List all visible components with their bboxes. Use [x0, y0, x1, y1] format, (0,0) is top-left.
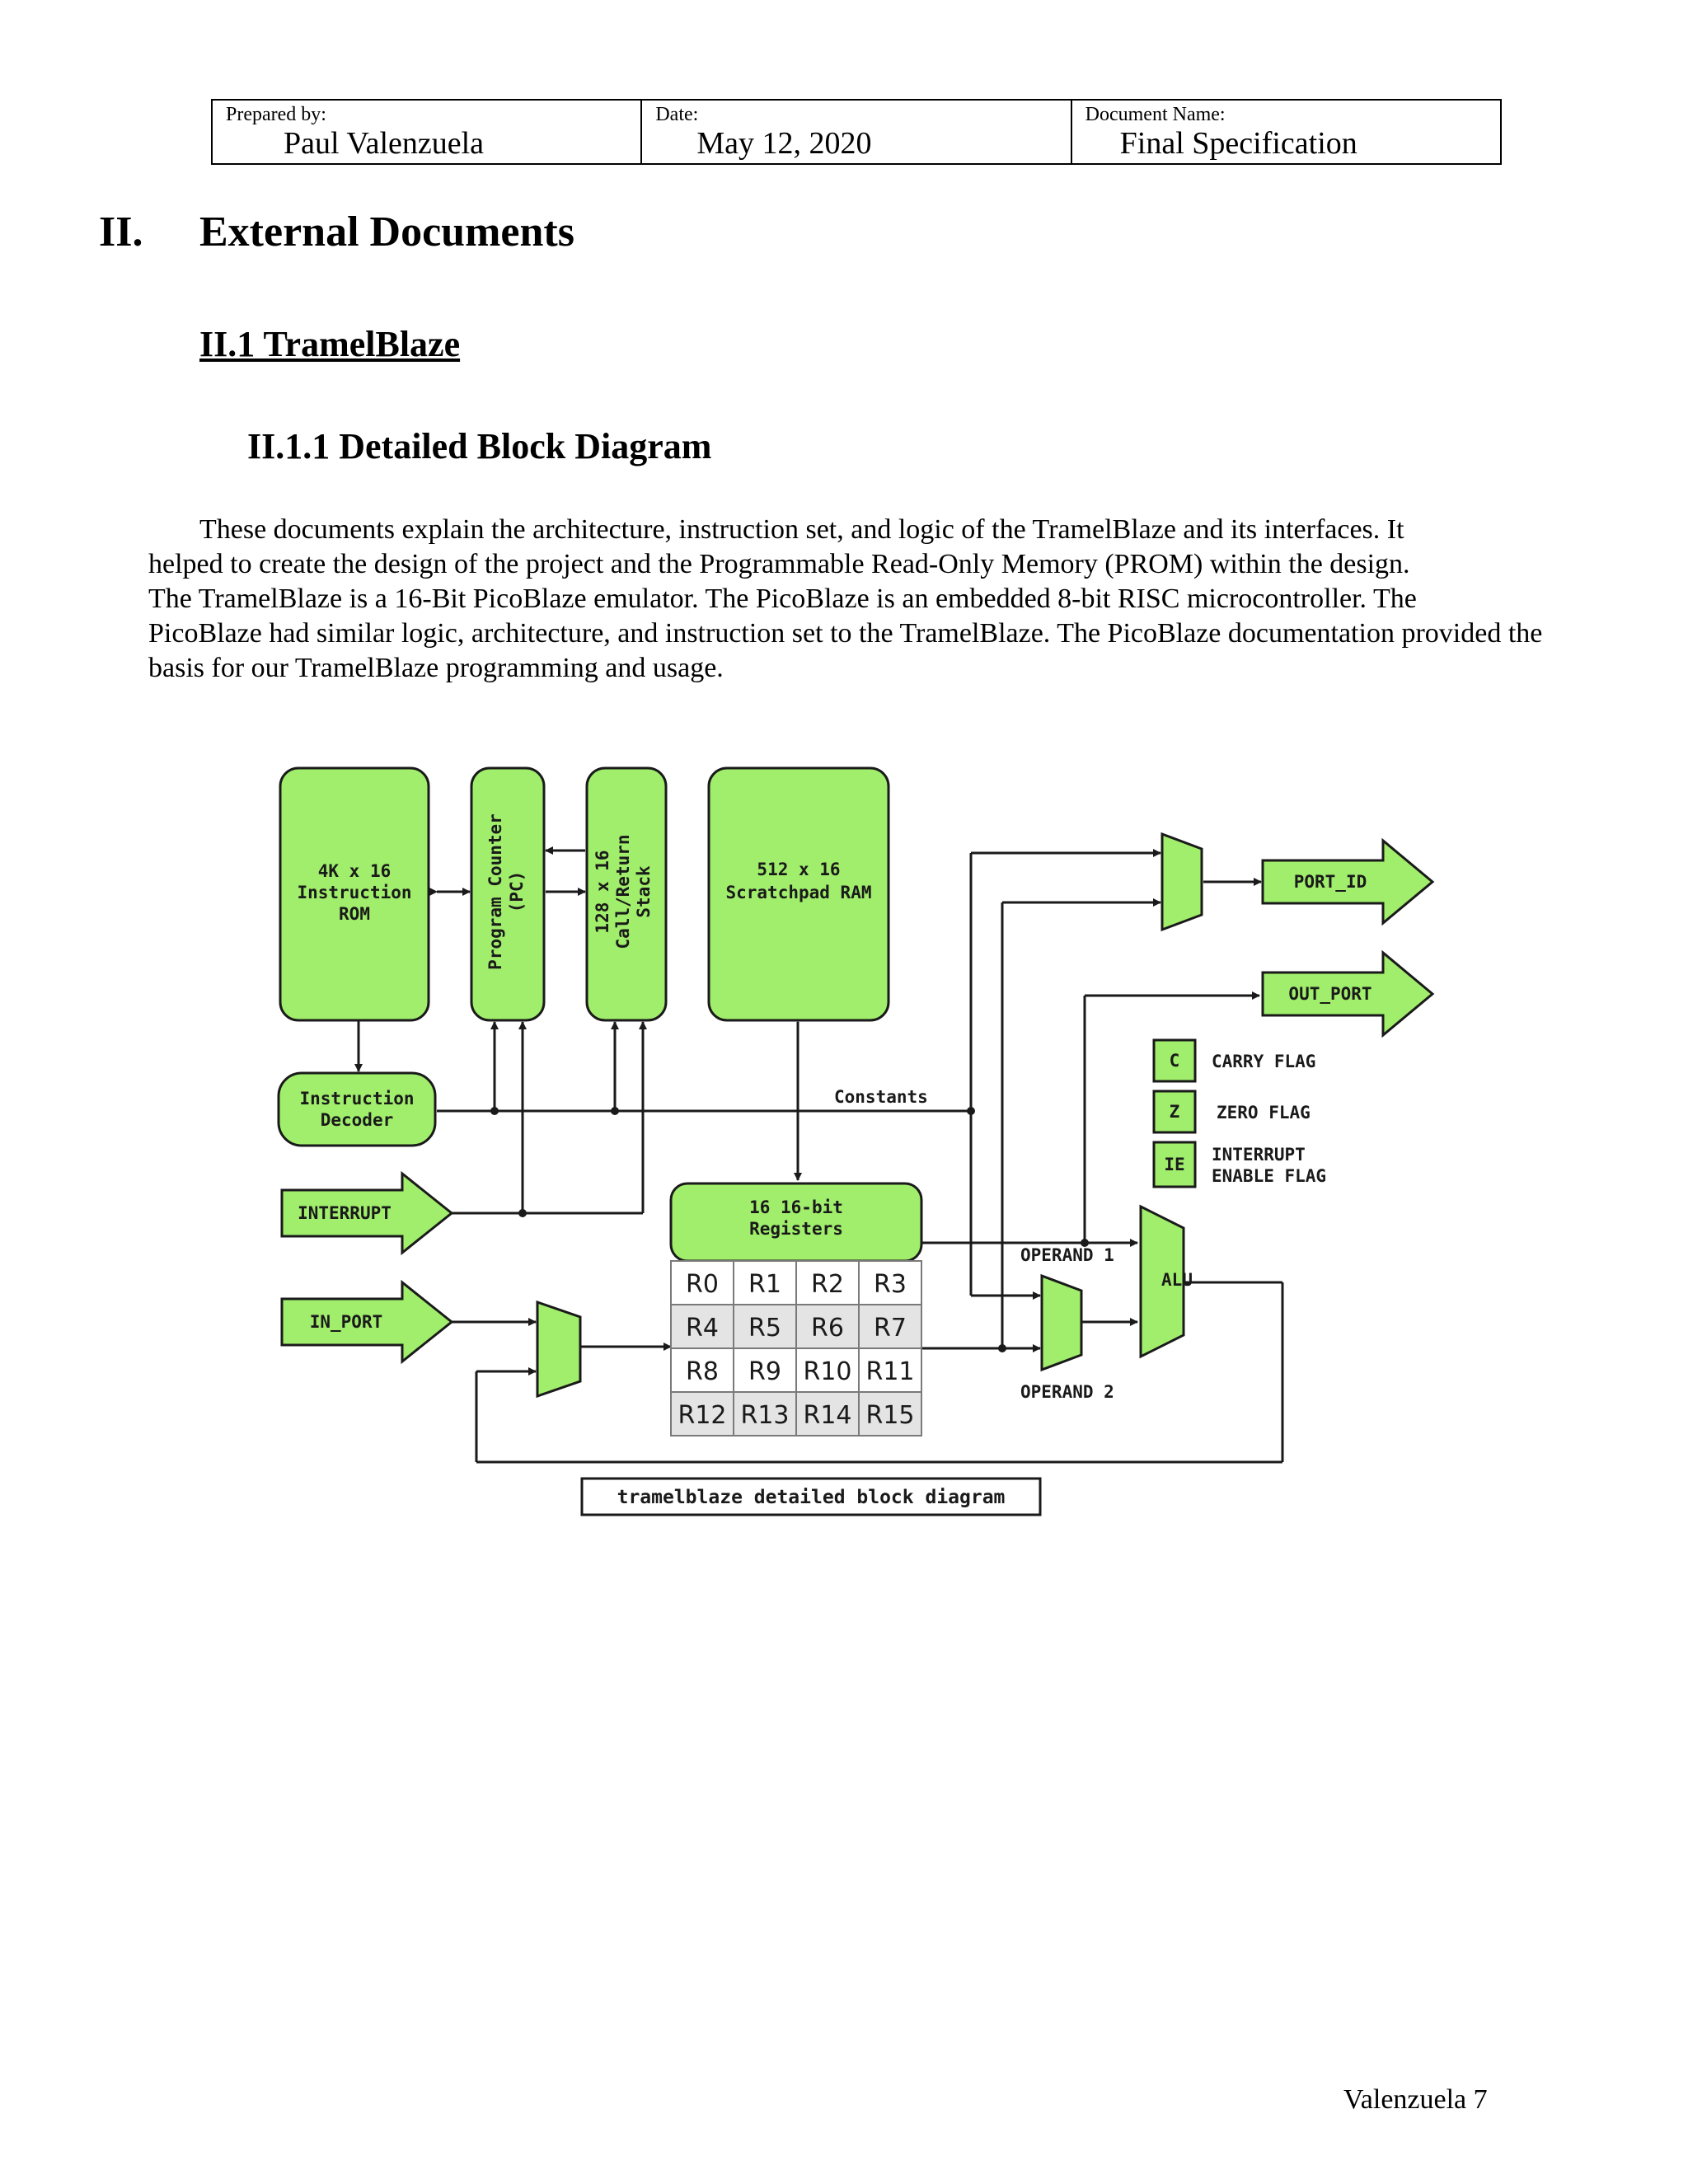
register-r11: R11 — [865, 1357, 914, 1386]
scratchpad-ram-block — [707, 766, 890, 1022]
port-id-mux — [1160, 832, 1203, 932]
register-r13: R13 — [740, 1401, 789, 1430]
interrupt-arrow — [280, 1170, 454, 1256]
register-r14: R14 — [803, 1401, 851, 1430]
out-port-label: OUT_PORT — [1288, 984, 1372, 1004]
interrupt-enable-flag-box — [1152, 1141, 1197, 1188]
document-header-table: Prepared by: Paul Valenzuela Date: May 1… — [210, 99, 1503, 165]
page-number: Valenzuela 7 — [1343, 2084, 1488, 2115]
operand2-label: OPERAND 2 — [1020, 1382, 1114, 1402]
rom-label-1: 4K x 16 — [318, 861, 392, 881]
port-id-arrow — [1261, 837, 1435, 926]
stack-label-2: Call/Return — [613, 834, 633, 949]
date-value: May 12, 2020 — [696, 126, 872, 161]
interrupt-enable-flag-label-2: ENABLE FLAG — [1212, 1166, 1326, 1186]
operand1-label: OPERAND 1 — [1020, 1245, 1114, 1265]
diagram-caption-box — [580, 1477, 1042, 1516]
alu-label: ALU — [1161, 1270, 1193, 1290]
registers-title-1: 16 16-bit — [749, 1197, 843, 1217]
instruction-decoder-block — [277, 1071, 437, 1147]
tramelblaze-block-diagram: 4K x 16 Instruction ROM Program Counter … — [277, 766, 1435, 1516]
register-r4: R4 — [686, 1314, 719, 1343]
instruction-rom-block — [279, 766, 430, 1022]
decoder-label-2: Decoder — [321, 1110, 394, 1130]
diagram-caption: tramelblaze detailed block diagram — [617, 1487, 1006, 1508]
wires — [354, 846, 1284, 1464]
body-line: helped to create the design of the proje… — [148, 549, 1410, 579]
ram-label-1: 512 x 16 — [757, 860, 840, 879]
input-mux — [536, 1300, 582, 1399]
register-r7: R7 — [874, 1314, 907, 1343]
prepared-by-value: Paul Valenzuela — [284, 126, 485, 161]
prepared-by-label: Prepared by: — [226, 104, 326, 125]
carry-flag-label: CARRY FLAG — [1212, 1052, 1315, 1071]
decoder-label-1: Instruction — [299, 1089, 414, 1108]
document-name-label: Document Name: — [1085, 104, 1226, 125]
register-r6: R6 — [811, 1314, 844, 1343]
registers-title-2: Registers — [749, 1219, 843, 1239]
register-grid — [670, 1260, 922, 1436]
call-return-stack-block — [585, 766, 668, 1022]
document-name-cell: Document Name: Final Specification — [1070, 99, 1503, 165]
out-port-arrow — [1261, 949, 1435, 1038]
subsubsection-heading: II.1.1 Detailed Block Diagram — [247, 426, 712, 466]
register-r15: R15 — [865, 1401, 914, 1430]
interrupt-label: INTERRUPT — [298, 1203, 392, 1223]
in-port-arrow — [280, 1279, 454, 1365]
date-cell: Date: May 12, 2020 — [640, 99, 1072, 165]
zero-flag-box — [1152, 1090, 1197, 1134]
interrupt-enable-flag-label-1: INTERRUPT — [1212, 1145, 1306, 1165]
interrupt-enable-flag-symbol: IE — [1164, 1155, 1184, 1174]
subsection-heading: II.1 TramelBlaze — [199, 324, 461, 364]
junction-dots — [490, 1107, 1089, 1352]
zero-flag-label: ZERO FLAG — [1217, 1103, 1311, 1122]
register-r3: R3 — [874, 1270, 907, 1299]
zero-flag-symbol: Z — [1170, 1102, 1180, 1122]
section-title: External Documents — [199, 209, 574, 255]
prepared-by-cell: Prepared by: Paul Valenzuela — [210, 99, 643, 165]
ram-label-2: Scratchpad RAM — [725, 883, 871, 902]
pc-label-1: Program Counter — [485, 813, 505, 970]
rom-label-2: Instruction — [297, 883, 411, 902]
document-name-value: Final Specification — [1119, 126, 1357, 161]
section-heading: II. External Documents — [99, 206, 574, 259]
rom-label-3: ROM — [339, 904, 370, 924]
constants-label: Constants — [834, 1087, 928, 1107]
register-r12: R12 — [678, 1401, 726, 1430]
body-line: basis for our TramelBlaze programming an… — [148, 653, 724, 683]
register-r0: R0 — [686, 1270, 719, 1299]
register-r2: R2 — [811, 1270, 844, 1299]
alu-block — [1139, 1204, 1185, 1359]
stack-label-1: 128 x 16 — [593, 850, 612, 933]
date-label: Date: — [655, 104, 699, 125]
port-id-label: PORT_ID — [1294, 872, 1367, 892]
program-counter-block — [470, 766, 546, 1022]
register-r8: R8 — [686, 1357, 719, 1386]
carry-flag-box — [1152, 1038, 1197, 1083]
register-r5: R5 — [748, 1314, 781, 1343]
body-line: PicoBlaze had similar logic, architectur… — [148, 618, 1543, 649]
body-paragraph: These documents explain the architecture… — [148, 513, 1665, 686]
pc-label-2: (PC) — [507, 871, 527, 913]
register-r10: R10 — [803, 1357, 851, 1386]
body-line: The TramelBlaze is a 16-Bit PicoBlaze em… — [148, 583, 1417, 614]
stack-label-3: Stack — [634, 865, 654, 918]
operand2-mux — [1040, 1273, 1083, 1372]
register-r1: R1 — [748, 1270, 781, 1299]
carry-flag-symbol: C — [1170, 1051, 1180, 1071]
body-line: These documents explain the architecture… — [199, 514, 1404, 545]
register-r9: R9 — [748, 1357, 781, 1386]
in-port-label: IN_PORT — [310, 1312, 383, 1332]
section-number: II. — [99, 209, 143, 255]
